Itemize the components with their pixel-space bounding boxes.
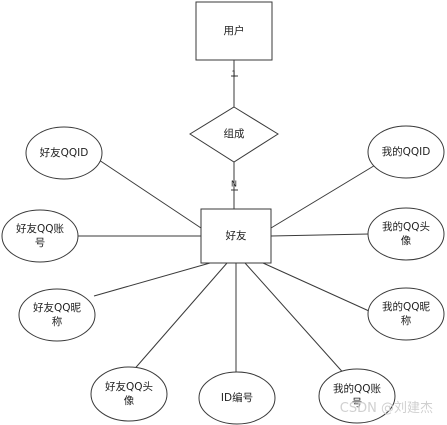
- attr-friend-avatar: 好友QQ头 像: [90, 366, 168, 422]
- line-friend-nickname: [93, 262, 211, 297]
- entity-user-label: 用户: [224, 24, 245, 37]
- attr-friend-avatar-line2: 像: [124, 395, 135, 407]
- attr-my-nickname-line2: 称: [401, 314, 412, 327]
- connector-lines: [77, 60, 378, 378]
- watermark-text: CSDN @刘建杰: [340, 401, 433, 416]
- relationship-compose: 组成: [189, 106, 279, 163]
- entity-friend-label: 好友: [226, 229, 247, 242]
- attr-friend-account-line2: 号: [35, 237, 46, 249]
- attr-my-avatar-line1: 我的QQ头: [382, 220, 430, 233]
- attr-friend-qqid: 好友QQID: [25, 126, 103, 180]
- attr-my-nickname-line1: 我的QQ昵: [382, 300, 431, 313]
- attr-my-qqid-label: 我的QQID: [382, 145, 431, 158]
- attr-friend-account-line1: 好友QQ账: [16, 222, 65, 235]
- attr-my-avatar-line2: 像: [401, 235, 412, 247]
- line-friend-avatar: [130, 262, 228, 374]
- line-my-nickname: [262, 262, 370, 312]
- attr-friend-nickname-line1: 好友QQ昵: [33, 301, 82, 314]
- attr-my-account-line2: 号: [352, 397, 363, 409]
- line-friend-qqid: [98, 159, 202, 229]
- line-my-avatar: [270, 233, 370, 237]
- attr-my-account-line1: 我的QQ账: [333, 382, 382, 395]
- relationship-label: 组成: [224, 127, 245, 140]
- cardinality-one: 1: [231, 70, 236, 79]
- entity-user: 用户: [195, 1, 273, 61]
- attr-friend-nickname-line2: 称: [52, 315, 63, 328]
- attr-friend-account: 好友QQ账 号: [1, 209, 79, 263]
- attr-my-account: 我的QQ账 号: [318, 368, 396, 424]
- attr-friend-avatar-line1: 好友QQ头: [105, 380, 153, 393]
- attr-my-nickname: 我的QQ昵 称: [367, 287, 445, 341]
- attr-id-number-label: ID编号: [221, 391, 253, 404]
- line-my-account: [244, 262, 348, 378]
- cardinality-many: N: [231, 180, 237, 189]
- attr-friend-nickname: 好友QQ昵 称: [18, 288, 96, 342]
- attr-friend-qqid-label: 好友QQID: [40, 146, 89, 159]
- attr-my-qqid: 我的QQID: [367, 125, 445, 179]
- line-my-qqid: [270, 163, 378, 229]
- attr-id-number: ID编号: [198, 371, 276, 425]
- attr-my-avatar: 我的QQ头 像: [367, 207, 445, 261]
- entity-friend: 好友: [200, 208, 272, 264]
